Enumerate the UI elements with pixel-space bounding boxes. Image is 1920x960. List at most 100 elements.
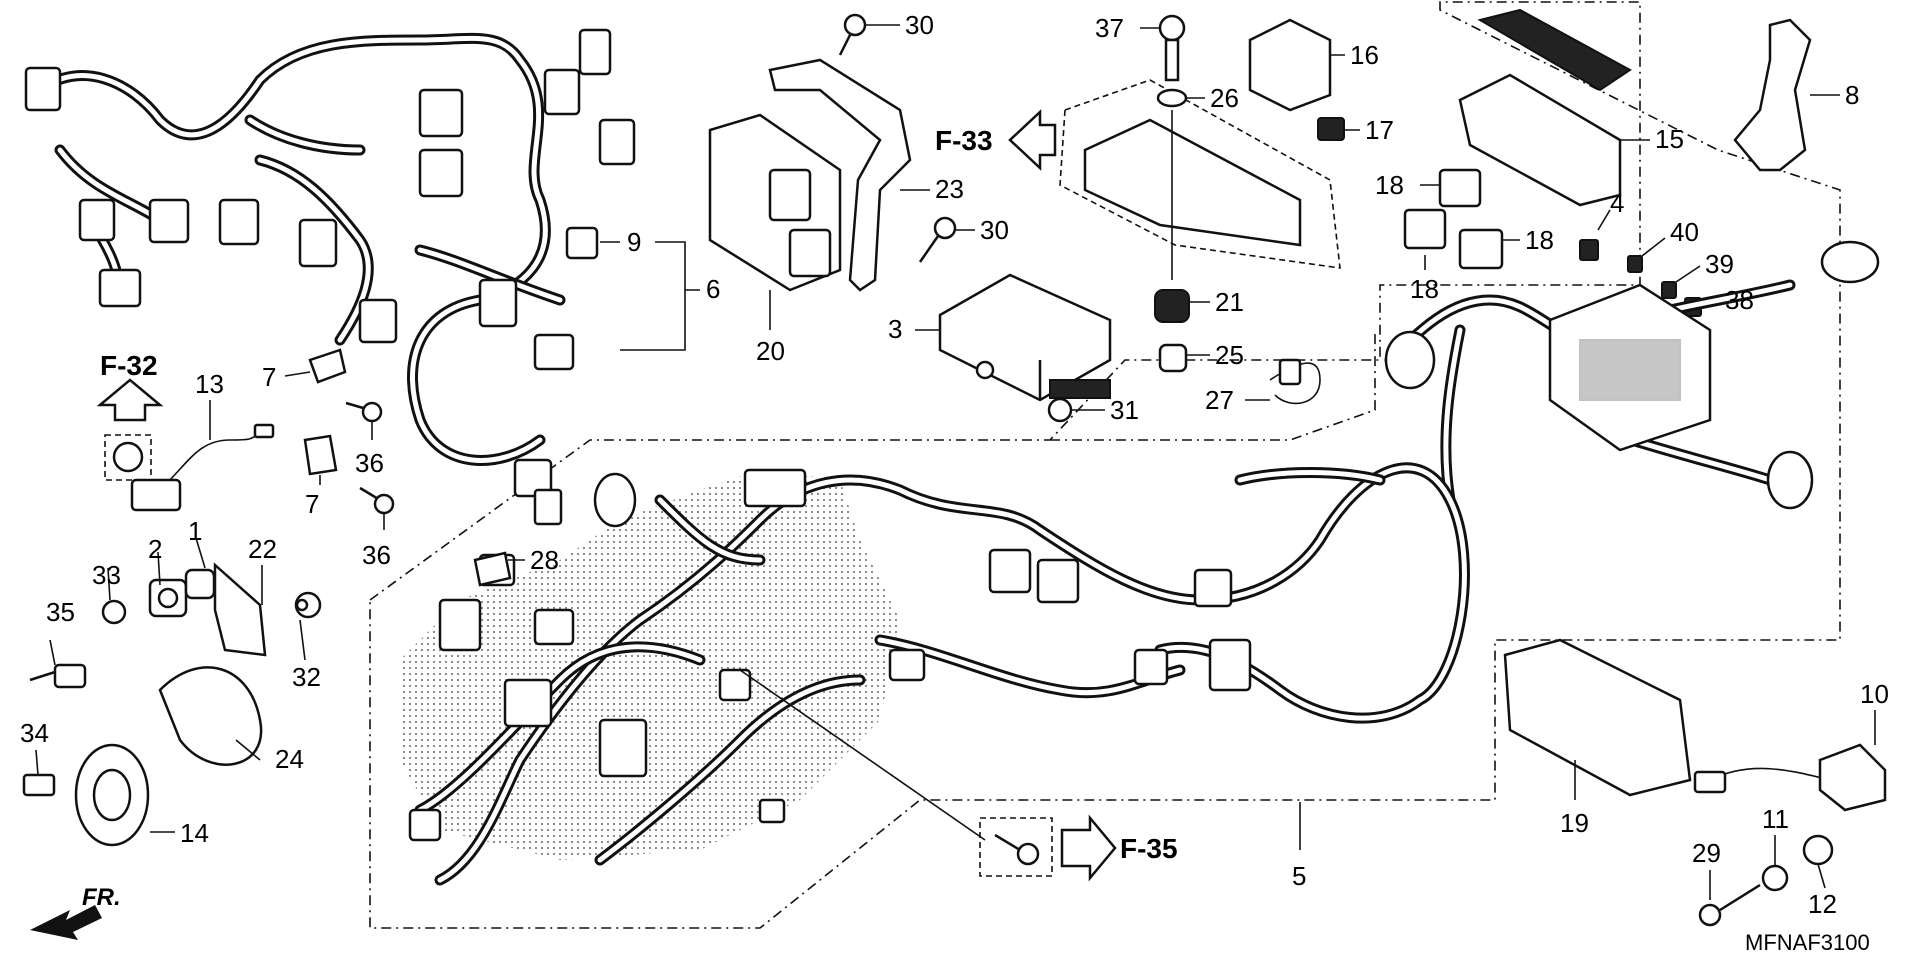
callout-36a: 36 <box>355 448 384 478</box>
stipple-area <box>400 470 900 860</box>
washer-26 <box>1156 88 1188 108</box>
callout-4: 4 <box>1610 188 1624 218</box>
callout-17: 17 <box>1365 115 1394 145</box>
callout-12: 12 <box>1808 889 1837 919</box>
callout-22: 22 <box>248 534 277 564</box>
callout-13: 13 <box>195 369 224 399</box>
harness-right <box>1384 240 1880 510</box>
callout-40: 40 <box>1670 217 1699 247</box>
grommet-12 <box>1802 834 1834 866</box>
callout-27: 27 <box>1205 385 1234 415</box>
connector-9 <box>565 226 599 260</box>
main-harness-5 <box>408 462 1470 886</box>
mount-plate <box>1059 79 1341 269</box>
callout-35: 35 <box>46 597 75 627</box>
callout-6: 6 <box>706 274 720 304</box>
callout-14: 14 <box>180 818 209 848</box>
connector-27 <box>1269 358 1321 405</box>
relay-18-c <box>1458 228 1504 270</box>
leaders-fuses <box>1597 209 1721 306</box>
callout-15: 15 <box>1655 124 1684 154</box>
nut-31 <box>1047 397 1073 423</box>
callout-18c: 18 <box>1525 225 1554 255</box>
arrow-f33 <box>1008 109 1057 171</box>
callout-33: 33 <box>92 560 121 590</box>
callout-20: 20 <box>756 336 785 366</box>
bolt-36-upper <box>345 401 383 423</box>
callout-19: 19 <box>1560 808 1589 838</box>
front-marker: FR. <box>82 884 121 911</box>
callout-11: 11 <box>1762 804 1789 834</box>
callout-37: 37 <box>1095 13 1124 43</box>
clip-7-lower <box>303 434 338 476</box>
relay-16 <box>1248 18 1332 112</box>
callout-25: 25 <box>1215 340 1244 370</box>
bolt-f35 <box>994 833 1040 866</box>
sensor-13 <box>130 423 275 512</box>
grommet-f32 <box>112 441 144 473</box>
callout-23: 23 <box>935 174 964 204</box>
callout-30b: 30 <box>980 215 1009 245</box>
leaders-horn <box>35 537 306 833</box>
fuse-40 <box>1627 255 1643 273</box>
fuse-cover-15 <box>1458 73 1622 207</box>
callout-5: 5 <box>1292 861 1306 891</box>
callout-16: 16 <box>1350 40 1379 70</box>
ecu-20 <box>708 113 842 292</box>
relay-18-b <box>1403 208 1447 250</box>
bolt-36-lower <box>359 486 395 515</box>
front-arrow-icon <box>30 905 102 940</box>
callout-1: 1 <box>188 516 202 546</box>
leader-12 <box>1817 863 1826 889</box>
bolt-box-f35 <box>979 817 1053 877</box>
callout-18a: 18 <box>1375 170 1404 200</box>
fuse-39 <box>1661 281 1677 299</box>
leaders-16-17 <box>1330 54 1360 131</box>
bolt-30-upper <box>838 13 867 56</box>
callout-36b: 36 <box>362 540 391 570</box>
ref-f32-label: F-32 <box>100 350 158 381</box>
callout-31: 31 <box>1110 395 1139 425</box>
ref-f35-label: F-35 <box>1120 833 1178 864</box>
callout-8: 8 <box>1845 80 1859 110</box>
callout-32: 32 <box>292 662 321 692</box>
clip-7-upper <box>308 348 347 384</box>
arrow-f35 <box>1060 814 1117 882</box>
callout-28: 28 <box>530 545 559 575</box>
fuse-cover-15-lid <box>1477 8 1632 92</box>
connector-28 <box>473 551 512 587</box>
leader-36 <box>371 422 385 530</box>
group-outline-main-harness <box>369 1 1841 929</box>
callout-29: 29 <box>1692 838 1721 868</box>
grommet-box <box>104 434 152 481</box>
sub-harness-6 <box>24 28 636 526</box>
callout-24: 24 <box>275 744 304 774</box>
rubber-mount-21 <box>1154 289 1190 323</box>
bolt-30-lower <box>918 216 957 263</box>
arrow-f32 <box>96 378 164 422</box>
callout-2: 2 <box>148 534 162 564</box>
group-outline-sub-harness <box>1050 330 1376 441</box>
callout-3: 3 <box>888 314 902 344</box>
callout-18b: 18 <box>1410 274 1439 304</box>
bolt-37 <box>1158 14 1186 82</box>
fuse-case-19 <box>1503 638 1692 797</box>
leader-harness-bolt <box>739 669 986 841</box>
leader-7 <box>284 371 321 485</box>
callout-9: 9 <box>627 227 641 257</box>
leaders-18 <box>1420 184 1520 270</box>
callout-21: 21 <box>1215 287 1244 317</box>
collar-25 <box>1158 343 1188 373</box>
callout-34: 34 <box>20 718 49 748</box>
callout-10: 10 <box>1860 679 1889 709</box>
relay-18-a <box>1438 168 1482 208</box>
fuse-4 <box>1579 239 1599 261</box>
mount-plate-body <box>1083 118 1302 247</box>
cover-8 <box>1733 18 1812 172</box>
diagram-code: MFNAF3100 <box>1745 930 1870 955</box>
ref-f33-label: F-33 <box>935 125 993 156</box>
callout-30a: 30 <box>905 10 934 40</box>
callout-39: 39 <box>1705 249 1734 279</box>
relay-cover-17 <box>1317 117 1345 141</box>
